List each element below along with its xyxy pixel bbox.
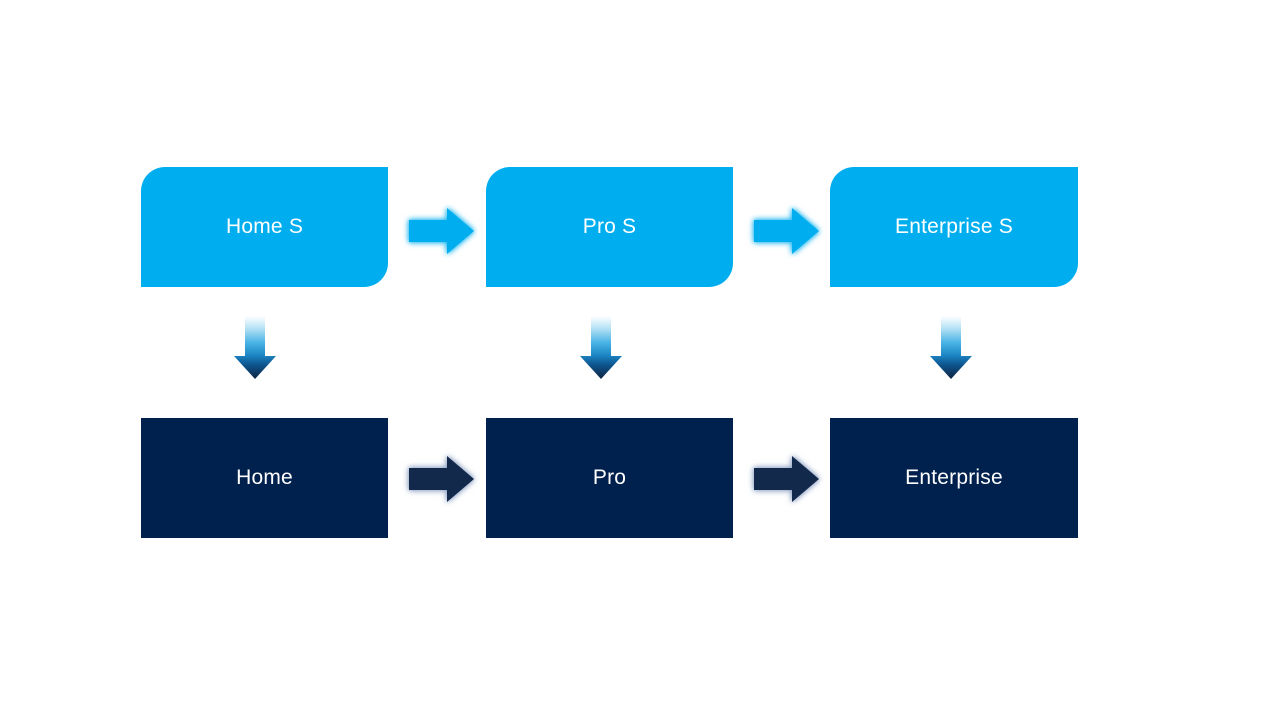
- right-arrow-icon: [409, 454, 475, 504]
- box-home-label: Home: [236, 466, 293, 489]
- box-pro-s-label: Pro S: [582, 215, 637, 238]
- box-pro: Pro: [486, 418, 733, 538]
- down-arrow-icon: [579, 316, 623, 380]
- box-enterprise: Enterprise: [830, 418, 1078, 538]
- box-home: Home: [141, 418, 388, 538]
- box-home-s-label: Home S: [225, 215, 304, 238]
- down-arrow-icon: [929, 316, 973, 380]
- box-pro-label: Pro: [592, 466, 627, 489]
- box-enterprise-label: Enterprise: [905, 466, 1003, 489]
- box-enterprise-s: Enterprise S: [830, 167, 1078, 287]
- box-pro-s: Pro S: [486, 167, 733, 287]
- down-arrow-icon: [233, 316, 277, 380]
- right-arrow-icon: [754, 206, 820, 256]
- box-enterprise-s-label: Enterprise S: [895, 215, 1013, 238]
- right-arrow-icon: [409, 206, 475, 256]
- box-home-s: Home S: [141, 167, 388, 287]
- right-arrow-icon: [754, 454, 820, 504]
